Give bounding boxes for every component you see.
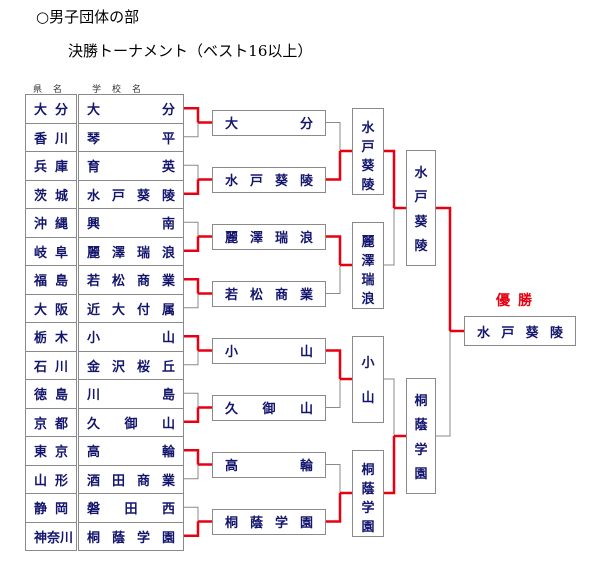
winner-label: 優勝 (496, 293, 540, 309)
bracket-line (184, 506, 199, 522)
round2-team: 水戸葵陵 (212, 166, 326, 193)
entry-school: 水戸葵陵 (78, 179, 184, 209)
entry-school: 若松商業 (78, 265, 184, 295)
bracket-line (326, 122, 341, 151)
entry-prefecture: 兵庫 (25, 151, 77, 181)
pref-column-header: 県 名 (33, 85, 64, 95)
entry-school: 磐田西 (78, 493, 184, 523)
winning-path-line (184, 521, 200, 537)
bracket-line (184, 392, 199, 408)
winning-path-line (436, 206, 452, 331)
bracket-line (184, 164, 199, 180)
entry-prefecture: 静岡 (25, 493, 77, 523)
entry-prefecture: 茨城 (25, 179, 77, 209)
page-title: ○男子団体の部 (36, 8, 140, 26)
entry-prefecture: 京都 (25, 407, 77, 437)
entry-prefecture: 大阪 (25, 293, 77, 323)
entry-prefecture: 東京 (25, 436, 77, 466)
entry-school: 興南 (78, 208, 184, 238)
page-subtitle: 決勝トーナメント（ベスト16以上） (68, 42, 313, 60)
entry-school: 近大付属 (78, 293, 184, 323)
entry-prefecture: 福島 (25, 265, 77, 295)
entry-school: 小山 (78, 322, 184, 352)
semifinal-team: 麗澤瑞浪 (352, 221, 384, 309)
round2-team: 麗澤瑞浪 (212, 223, 326, 250)
bracket-line (184, 221, 199, 237)
bracket-line (184, 122, 199, 138)
winning-path-line (184, 179, 200, 195)
entry-school: 金沢桜丘 (78, 350, 184, 380)
entry-school: 川島 (78, 379, 184, 409)
school-column-header: 学 校 名 (92, 85, 143, 95)
round2-team: 大分 (212, 109, 326, 136)
semifinal-team: 小山 (352, 335, 384, 423)
bracket-line (326, 379, 341, 408)
winning-path-line (326, 151, 342, 181)
winning-path-line (326, 235, 342, 265)
entry-prefecture: 石川 (25, 350, 77, 380)
entry-prefecture: 栃木 (25, 322, 77, 352)
entry-school: 高輪 (78, 436, 184, 466)
entry-school: 麗澤瑞浪 (78, 236, 184, 266)
entry-prefecture: 香川 (25, 122, 77, 152)
bracket-line (384, 378, 395, 436)
winning-path-line (384, 436, 396, 495)
semifinal-team: 桐蔭学園 (352, 449, 384, 537)
winning-path-line (184, 236, 200, 252)
entry-school: 琴平 (78, 122, 184, 152)
bracket-line (184, 350, 199, 366)
winning-path-line (326, 493, 342, 523)
semifinal-team: 水戸葵陵 (352, 107, 384, 195)
bracket-line (326, 265, 341, 294)
winning-path-line (326, 349, 342, 379)
bracket-line (184, 464, 199, 480)
winning-path-line (184, 107, 200, 123)
bracket-line (184, 293, 199, 309)
round2-team: 小山 (212, 337, 326, 364)
bracket-line (436, 331, 451, 437)
winning-path-line (184, 335, 200, 351)
round2-team: 久御山 (212, 394, 326, 421)
entry-prefecture: 山形 (25, 464, 77, 494)
entry-prefecture: 徳島 (25, 379, 77, 409)
entry-school: 酒田商業 (78, 464, 184, 494)
final-team: 水戸葵陵 (406, 150, 436, 266)
champion-team: 水戸葵陵 (464, 316, 576, 346)
winning-path-line (184, 407, 200, 423)
winning-path-line (384, 149, 396, 208)
entry-school: 育英 (78, 151, 184, 181)
entry-prefecture: 神奈川 (25, 521, 77, 551)
winning-path-line (184, 278, 200, 294)
round2-team: 若松商業 (212, 280, 326, 307)
round2-team: 桐蔭学園 (212, 508, 326, 535)
round2-team: 高輪 (212, 451, 326, 478)
entry-school: 桐蔭学園 (78, 521, 184, 551)
entry-prefecture: 大分 (25, 94, 77, 124)
final-team: 桐蔭学園 (406, 378, 436, 494)
entry-school: 久御山 (78, 407, 184, 437)
bracket-line (326, 464, 341, 493)
entry-prefecture: 沖縄 (25, 208, 77, 238)
entry-school: 大分 (78, 94, 184, 124)
bracket-line (384, 208, 395, 266)
entry-prefecture: 岐阜 (25, 236, 77, 266)
winning-path-line (184, 449, 200, 465)
